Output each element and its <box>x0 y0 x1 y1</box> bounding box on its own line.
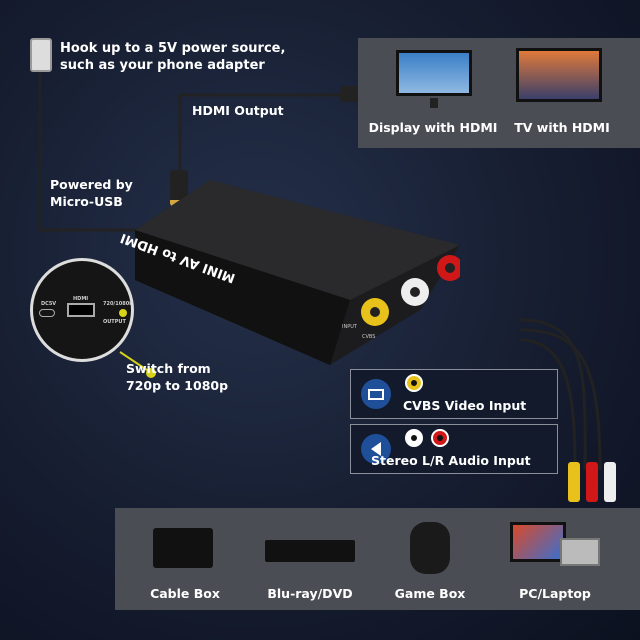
monitor-image <box>396 50 472 96</box>
switch-marker <box>119 309 127 317</box>
pc-image <box>510 522 566 562</box>
monitor-stand <box>430 98 438 108</box>
cable-box-label: Cable Box <box>150 586 220 601</box>
micro-usb-port <box>39 309 55 317</box>
audio-input-box: Stereo L/R Audio Input <box>350 424 558 474</box>
port-inset: DC5V HDMI 720/1080P OUTPUT <box>30 258 134 362</box>
switch-line2: 720p to 1080p <box>126 378 229 393</box>
red-plug <box>586 462 598 502</box>
bluray-image <box>265 540 355 562</box>
displays-panel: Display with HDMI TV with HDMI <box>358 38 640 148</box>
device-port-input: INPUT <box>342 324 358 330</box>
hdmi-port <box>67 303 95 317</box>
inset-port-output-label: OUTPUT <box>103 319 126 325</box>
cvbs-label: CVBS Video Input <box>403 398 527 413</box>
hdmi-output-label: HDMI Output <box>192 103 284 118</box>
inset-port-dc-label: DC5V <box>41 301 57 307</box>
power-text-line2: such as your phone adapter <box>60 58 265 73</box>
device-port-cvbs: CVBS <box>362 334 375 340</box>
sources-panel: Cable Box Blu-ray/DVD Game Box PC/Laptop <box>115 508 640 610</box>
monitor-icon <box>361 379 391 409</box>
usb-plug-icon <box>30 38 52 72</box>
audio-label: Stereo L/R Audio Input <box>371 453 531 468</box>
yellow-plug <box>568 462 580 502</box>
game-box-label: Game Box <box>394 586 466 601</box>
switch-dot <box>146 368 156 378</box>
power-text: Hook up to a 5V power source, such as yo… <box>60 40 285 74</box>
tv-image <box>516 48 602 102</box>
switch-text: Switch from 720p to 1080p <box>126 360 228 394</box>
powered-by-label: Powered by Micro-USB <box>50 176 133 210</box>
white-plug <box>604 462 616 502</box>
cvbs-input-box: CVBS Video Input <box>350 369 558 419</box>
tv-hdmi-label: TV with HDMI <box>514 120 610 135</box>
inset-port-hdmi-label: HDMI <box>73 296 89 302</box>
converter-device: MINI AV to HDMI INPUT CVBS <box>120 180 460 365</box>
speaker-icon <box>361 434 391 464</box>
display-hdmi-label: Display with HDMI <box>368 120 498 135</box>
powered-by-line2: Micro-USB <box>50 194 123 209</box>
laptop-image <box>560 538 600 566</box>
inset-port-switch-label: 720/1080P <box>103 301 133 307</box>
bluray-label: Blu-ray/DVD <box>267 586 353 601</box>
yellow-rca-icon <box>405 374 423 392</box>
switch-line1: Switch from <box>126 361 211 376</box>
red-rca-icon <box>431 429 449 447</box>
pc-laptop-label: PC/Laptop <box>519 586 591 601</box>
white-rca-icon <box>405 429 423 447</box>
powered-by-line1: Powered by <box>50 177 133 192</box>
game-controller-image <box>410 522 450 574</box>
power-text-line1: Hook up to a 5V power source, <box>60 41 286 56</box>
cable-box-image <box>153 528 213 568</box>
